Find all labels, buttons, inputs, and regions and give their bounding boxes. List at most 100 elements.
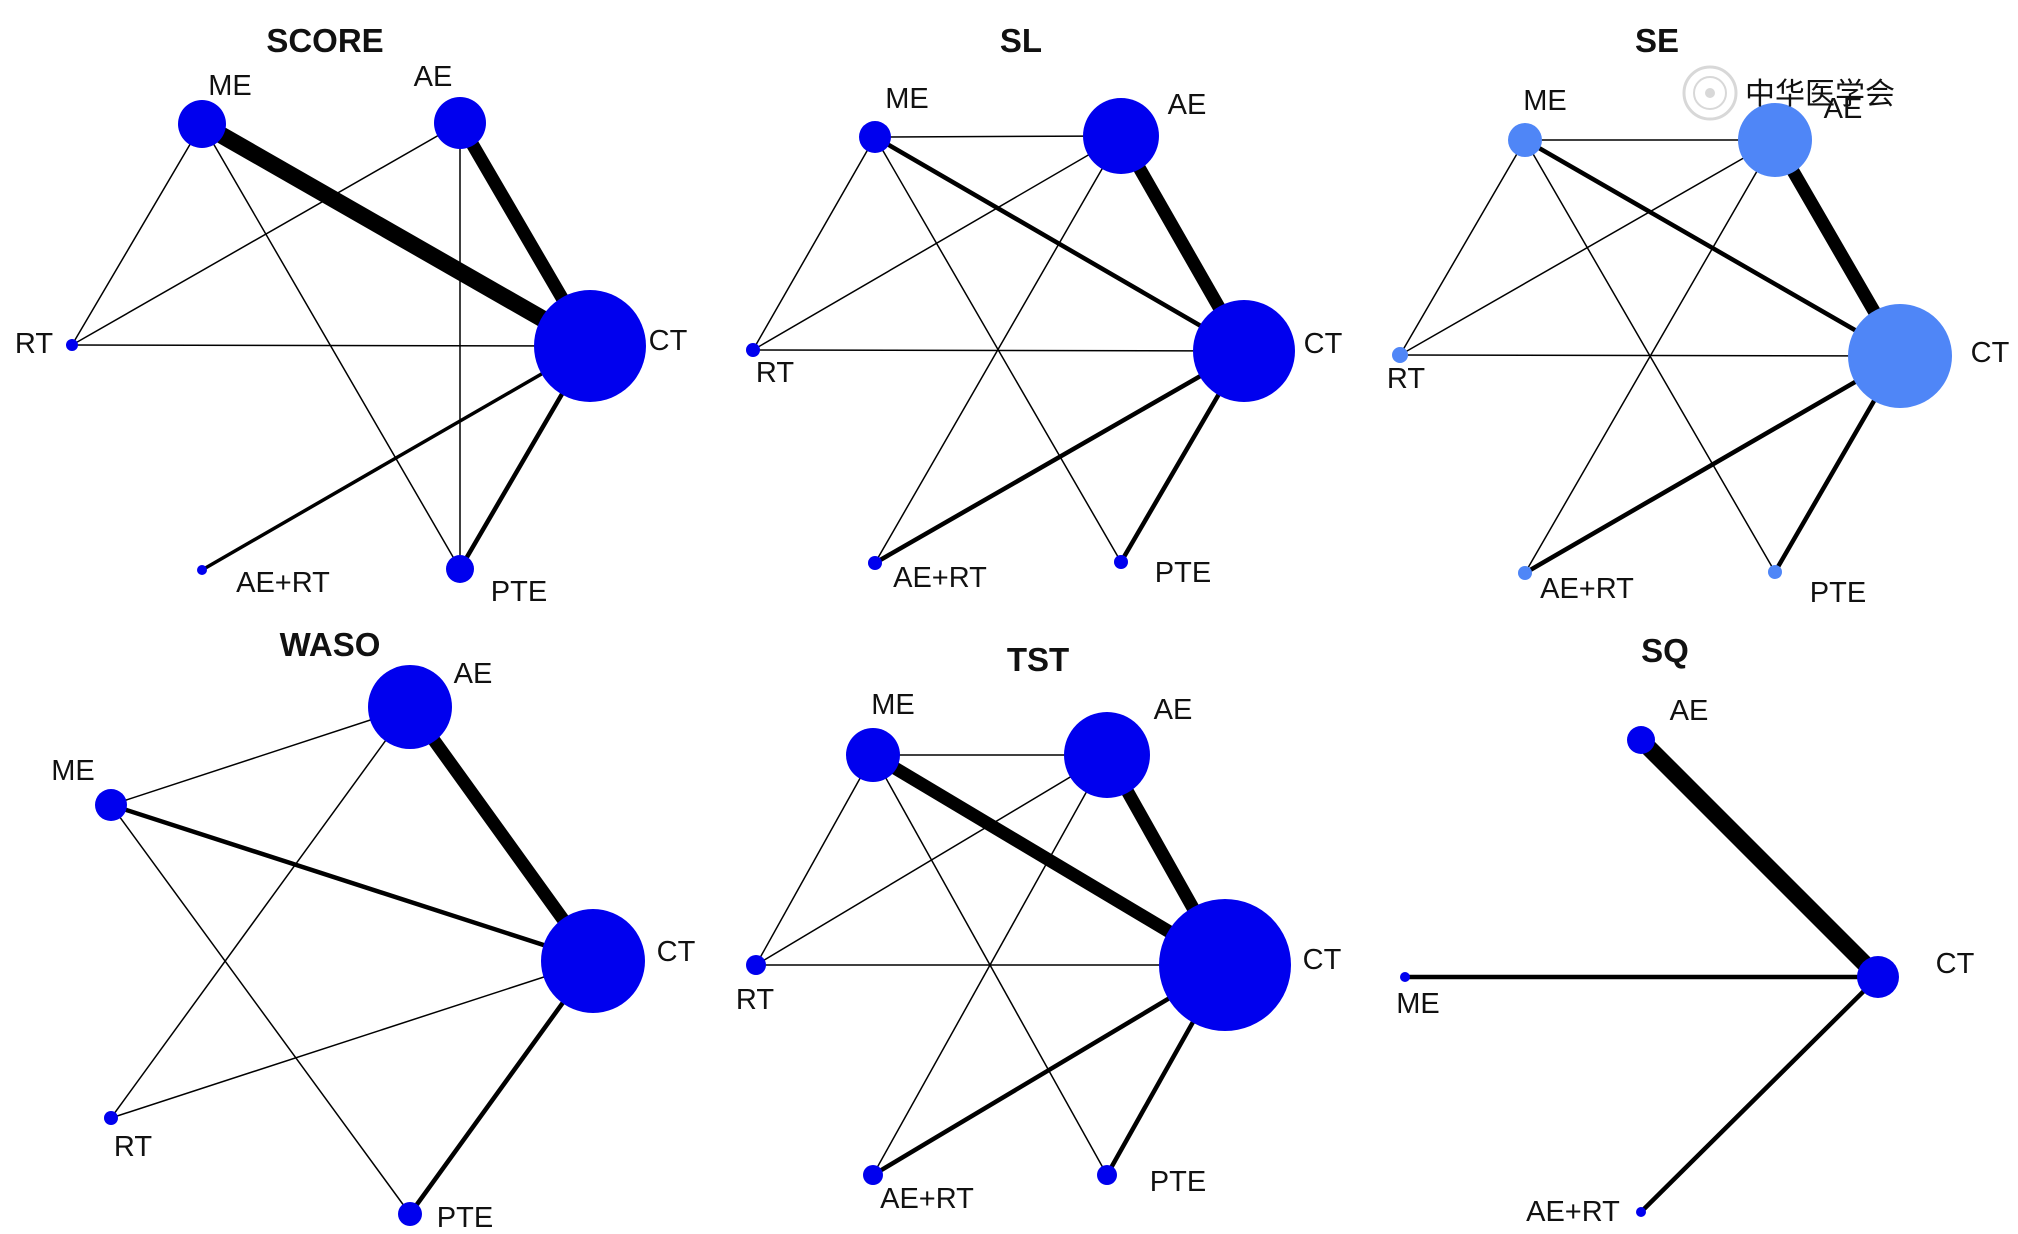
edge-waso-me-pte (110, 804, 411, 1215)
node-label-se-rt: RT (1387, 363, 1425, 395)
node-label-se-pte: PTE (1810, 577, 1866, 609)
node-label-se-me: ME (1523, 85, 1567, 117)
node-waso-me (95, 789, 127, 821)
node-waso-rt (104, 1111, 118, 1125)
edge-sq-ae-ct (1634, 733, 1885, 984)
panel-title-sq: SQ (1641, 632, 1689, 669)
node-sl-ct (1193, 300, 1295, 402)
node-label-waso-pte: PTE (437, 1202, 493, 1234)
edge-score-ae-rt (71, 122, 461, 346)
edge-tst-ae-rt (755, 754, 1108, 966)
seal-icon (1682, 65, 1738, 121)
node-label-se-ae-plus-rt: AE+RT (1540, 573, 1634, 605)
node-sl-rt (746, 343, 760, 357)
edge-waso-me-ct (110, 802, 594, 964)
node-se-me (1508, 123, 1542, 157)
node-score-ae (434, 97, 486, 149)
edge-sl-ae-ae-plus-rt (874, 135, 1122, 564)
node-sl-ae (1083, 98, 1159, 174)
edge-sl-me-ae (874, 135, 1122, 138)
node-sq-ct (1857, 956, 1899, 998)
node-label-waso-me: ME (51, 755, 95, 787)
node-label-sl-me: ME (885, 83, 929, 115)
node-label-sl-ct: CT (1304, 328, 1343, 360)
edge-tst-me-rt (755, 754, 874, 966)
edge-score-me-pte (201, 123, 461, 570)
node-label-score-ae-plus-rt: AE+RT (236, 567, 330, 599)
node-label-se-ct: CT (1971, 337, 2010, 369)
edge-sl-me-rt (752, 136, 876, 351)
node-score-rt (66, 339, 78, 351)
node-tst-rt (746, 955, 766, 975)
panel-title-tst: TST (1007, 641, 1069, 678)
edge-se-ae-ae-plus-rt (1524, 139, 1776, 574)
node-tst-me (846, 728, 900, 782)
node-label-tst-pte: PTE (1150, 1166, 1206, 1198)
node-label-waso-rt: RT (114, 1131, 152, 1163)
node-se-ct (1848, 304, 1952, 408)
edge-waso-rt-ct (110, 960, 594, 1119)
panel-title-waso: WASO (280, 626, 381, 663)
edge-se-ae-rt (1399, 139, 1776, 356)
panel-title-sl: SL (1000, 22, 1042, 59)
node-label-sl-ae-plus-rt: AE+RT (893, 562, 987, 594)
node-label-sl-ae: AE (1168, 89, 1207, 121)
node-waso-ae (368, 665, 452, 749)
node-se-rt (1392, 347, 1408, 363)
node-label-sl-pte: PTE (1155, 557, 1211, 589)
edge-score-me-ct (197, 116, 595, 354)
node-label-tst-ct: CT (1303, 944, 1342, 976)
panel-title-score: SCORE (266, 22, 383, 59)
edge-sq-ae-plus-rt-ct (1639, 975, 1880, 1214)
edge-sl-rt-ct (752, 349, 1245, 352)
edge-waso-pte-ct (408, 959, 595, 1216)
node-label-se-ae: AE (1824, 93, 1863, 125)
node-waso-ct (541, 909, 645, 1013)
edge-waso-ae-rt (110, 706, 411, 1119)
node-label-sl-rt: RT (756, 357, 794, 389)
edge-waso-ae-ct (404, 703, 599, 965)
node-label-score-ct: CT (649, 325, 688, 357)
node-se-pte (1768, 565, 1782, 579)
node-label-tst-ae: AE (1154, 694, 1193, 726)
node-label-tst-me: ME (871, 689, 915, 721)
node-label-sq-ae-plus-rt: AE+RT (1526, 1196, 1620, 1228)
node-score-pte (446, 555, 474, 583)
node-sl-pte (1114, 555, 1128, 569)
node-label-sq-me: ME (1396, 988, 1440, 1020)
watermark: 中华医学会 (1682, 65, 1895, 121)
node-sq-me (1400, 972, 1410, 982)
edge-waso-me-ae (110, 706, 411, 806)
node-sl-ae-plus-rt (868, 556, 882, 570)
node-label-sq-ct: CT (1936, 948, 1975, 980)
node-score-ct (534, 290, 646, 402)
node-label-score-me: ME (208, 70, 252, 102)
node-tst-ct (1159, 899, 1291, 1031)
panel-title-se: SE (1635, 22, 1679, 59)
node-tst-ae-plus-rt (863, 1165, 883, 1185)
node-label-score-ae: AE (414, 61, 453, 93)
node-label-score-rt: RT (15, 328, 53, 360)
node-sq-ae (1627, 726, 1655, 754)
node-se-ae (1738, 103, 1812, 177)
node-tst-pte (1097, 1165, 1117, 1185)
node-tst-ae (1064, 712, 1150, 798)
node-score-ae-plus-rt (197, 565, 207, 575)
edge-se-rt-ct (1399, 354, 1901, 357)
node-score-me (178, 100, 226, 148)
node-label-tst-rt: RT (736, 984, 774, 1016)
node-label-tst-ae-plus-rt: AE+RT (880, 1183, 974, 1215)
node-label-sq-ae: AE (1670, 695, 1709, 727)
edge-sl-ae-rt (752, 135, 1122, 351)
edge-se-me-rt (1399, 139, 1526, 356)
edge-score-me-rt (71, 123, 203, 346)
node-label-waso-ae: AE (454, 658, 493, 690)
watermark-text: 中华医学会 (1745, 78, 1895, 111)
node-label-waso-ct: CT (657, 936, 696, 968)
node-sq-ae-plus-rt (1636, 1207, 1646, 1217)
node-se-ae-plus-rt (1518, 566, 1532, 580)
node-label-score-pte: PTE (491, 576, 547, 608)
node-waso-pte (398, 1202, 422, 1226)
node-sl-me (859, 121, 891, 153)
